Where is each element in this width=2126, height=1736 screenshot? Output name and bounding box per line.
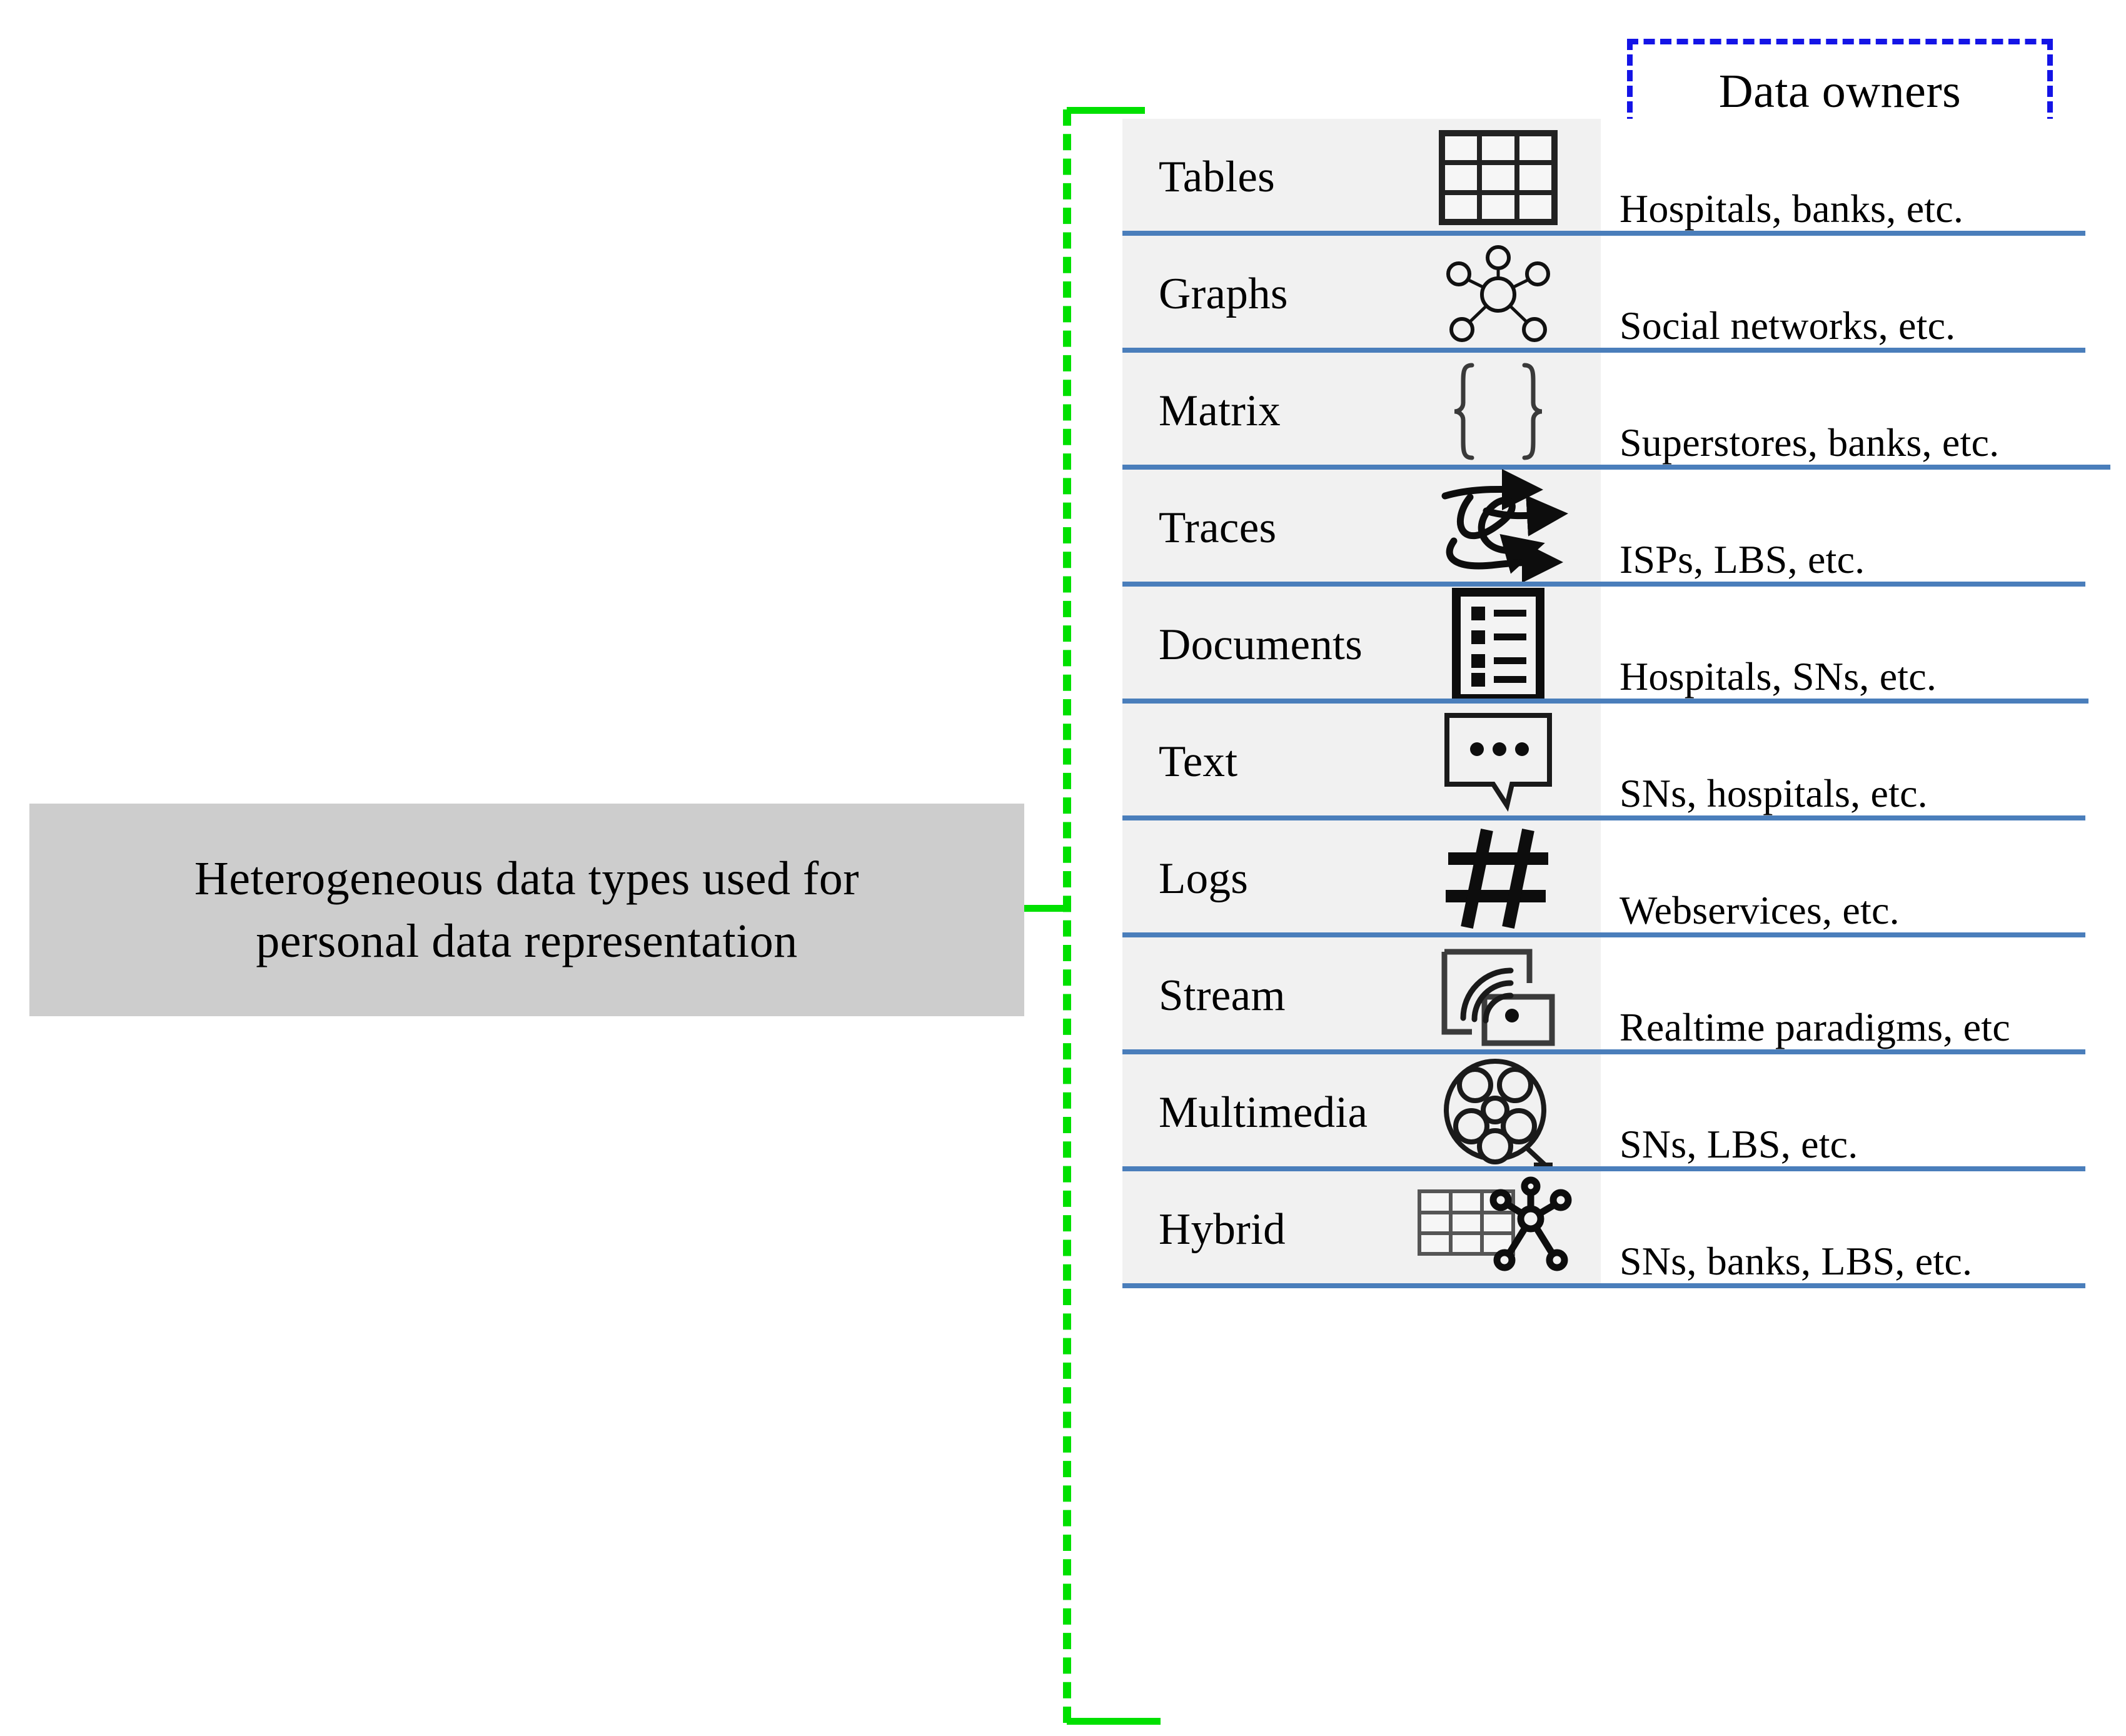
- owner-label: SNs, hospitals, etc.: [1620, 771, 1928, 815]
- type-label: Documents: [1159, 620, 1363, 669]
- row-owners-cell: Webservices, etc.: [1601, 820, 2126, 937]
- row-type-cell: Documents: [1122, 587, 1601, 704]
- row-type-cell: Logs: [1122, 820, 1601, 937]
- concept-line-1: Heterogeneous data types used for: [194, 852, 860, 905]
- row-type-cell: Text: [1122, 704, 1601, 820]
- bracket-connector-arm: [1024, 905, 1067, 912]
- row-separator: [1122, 932, 2085, 937]
- speech-bubble-icon: [1404, 704, 1592, 820]
- row-owners-cell: SNs, banks, LBS, etc.: [1601, 1171, 2126, 1288]
- data-owners-title: Data owners: [1718, 64, 1962, 118]
- type-label: Hybrid: [1159, 1205, 1286, 1254]
- stream-signal-icon: [1404, 937, 1592, 1054]
- row-owners-cell: SNs, LBS, etc.: [1601, 1054, 2126, 1171]
- node-graph-icon: [1404, 236, 1592, 353]
- table-row: Text SNs, hospitals, etc.: [1122, 704, 2126, 820]
- tangled-arrows-icon: [1404, 468, 1592, 587]
- table-graph-hybrid-icon: [1404, 1171, 1592, 1288]
- row-owners-cell: Social networks, etc.: [1601, 236, 2126, 353]
- row-separator: [1122, 465, 2110, 470]
- type-label: Text: [1159, 737, 1238, 786]
- owner-label: SNs, LBS, etc.: [1620, 1122, 1858, 1166]
- table-row: Tables Hospitals, banks, etc.: [1122, 119, 2126, 236]
- type-label: Matrix: [1159, 386, 1281, 435]
- table-row: Documents Hospi: [1122, 587, 2126, 704]
- row-owners-cell: Hospitals, banks, etc.: [1601, 119, 2126, 236]
- owner-label: Social networks, etc.: [1620, 303, 1956, 348]
- film-reel-icon: [1404, 1054, 1592, 1171]
- document-list-icon: [1404, 587, 1592, 704]
- hash-icon: [1404, 820, 1592, 937]
- type-label: Logs: [1159, 854, 1249, 903]
- owner-label: Webservices, etc.: [1620, 888, 1900, 932]
- row-type-cell: Hybrid: [1122, 1171, 1601, 1288]
- owner-label: Hospitals, banks, etc.: [1620, 186, 1964, 231]
- table-row: Logs Webservices, etc.: [1122, 820, 2126, 937]
- bracket-vertical-line: [1063, 109, 1071, 1723]
- table-row: Traces ISPs, LB: [1122, 468, 2126, 587]
- bracket-top-arm: [1067, 107, 1145, 114]
- concept-box: Heterogeneous data types used for person…: [29, 804, 1024, 1016]
- table-row: Matrix Superstores, banks, etc.: [1122, 353, 2126, 470]
- row-separator: [1122, 582, 2085, 587]
- row-owners-cell: Hospitals, SNs, etc.: [1601, 587, 2126, 704]
- row-separator: [1122, 348, 2085, 353]
- row-separator: [1122, 1166, 2085, 1171]
- type-label: Stream: [1159, 971, 1286, 1020]
- row-owners-cell: Realtime paradigms, etc: [1601, 937, 2126, 1054]
- row-owners-cell: Superstores, banks, etc.: [1601, 353, 2126, 470]
- type-label: Multimedia: [1159, 1088, 1368, 1137]
- owner-label: Superstores, banks, etc.: [1620, 420, 2000, 465]
- data-types-list: Tables Hospitals, banks, etc. Graphs: [1122, 119, 2126, 1288]
- bracket-bottom-arm: [1067, 1718, 1161, 1725]
- table-row: Hybrid: [1122, 1171, 2126, 1288]
- row-type-cell: Matrix: [1122, 353, 1601, 470]
- concept-box-text: Heterogeneous data types used for person…: [169, 847, 884, 973]
- table-row: Multimedia SNs, LBS: [1122, 1054, 2126, 1171]
- row-separator: [1122, 1283, 2085, 1288]
- owner-label: Hospitals, SNs, etc.: [1620, 654, 1937, 699]
- table-row: Stream Realtime paradigms, etc: [1122, 937, 2126, 1054]
- row-type-cell: Tables: [1122, 119, 1601, 236]
- table-grid-icon: [1404, 119, 1592, 236]
- row-owners-cell: ISPs, LBS, etc.: [1601, 470, 2126, 587]
- row-separator: [1122, 231, 2085, 236]
- concept-line-2: personal data representation: [256, 915, 798, 967]
- row-owners-cell: SNs, hospitals, etc.: [1601, 704, 2126, 820]
- row-separator: [1122, 1049, 2085, 1054]
- row-type-cell: Multimedia: [1122, 1054, 1601, 1171]
- row-separator: [1122, 815, 2085, 820]
- row-type-cell: Traces: [1122, 468, 1601, 587]
- row-type-cell: Graphs: [1122, 236, 1601, 353]
- type-label: Traces: [1159, 503, 1277, 552]
- row-separator: [1122, 699, 2088, 704]
- owner-label: ISPs, LBS, etc.: [1620, 537, 1865, 582]
- green-dashed-bracket: [1024, 107, 1182, 1725]
- table-row: Graphs: [1122, 236, 2126, 353]
- owner-label: Realtime paradigms, etc: [1620, 1005, 2010, 1049]
- curly-braces-icon: [1404, 353, 1592, 470]
- type-label: Graphs: [1159, 270, 1288, 318]
- type-label: Tables: [1159, 153, 1276, 201]
- owner-label: SNs, banks, LBS, etc.: [1620, 1239, 1973, 1283]
- row-type-cell: Stream: [1122, 937, 1601, 1054]
